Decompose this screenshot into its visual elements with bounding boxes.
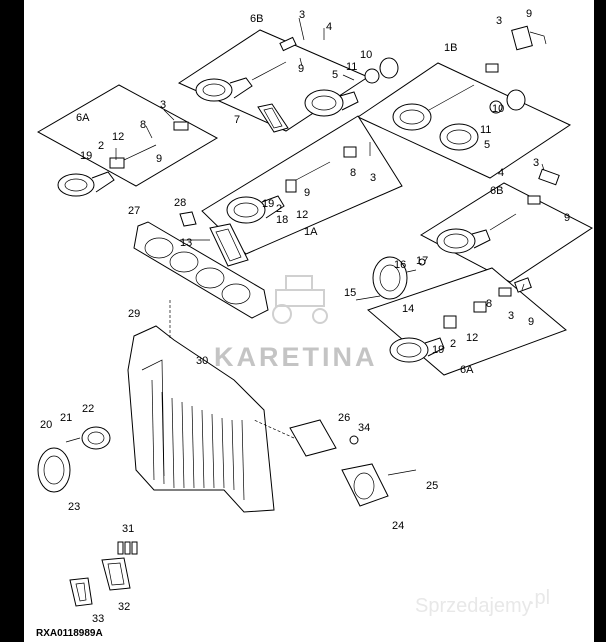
callout-20: 20	[40, 419, 52, 431]
callout-19-left: 19	[80, 150, 92, 162]
callout-9: 9	[298, 63, 304, 75]
callout-5-right: 5	[484, 139, 490, 151]
sprzedajemy-watermark: Sprzedajemy	[415, 595, 532, 617]
drawing-reference: RXA0118989A	[36, 628, 103, 639]
callout-3-right: 3	[533, 157, 539, 169]
lamp-6a-right	[389, 277, 532, 363]
callout-23: 23	[68, 501, 80, 513]
callout-11-right: 11	[480, 124, 491, 136]
callout-12-right: 12	[466, 332, 478, 344]
callout-3-mid: 3	[370, 172, 376, 184]
relay-9-top-right	[511, 25, 547, 51]
callout-15: 15	[344, 287, 356, 299]
callout-25: 25	[426, 480, 438, 492]
callout-4: 4	[326, 21, 332, 33]
callout-17: 17	[416, 255, 428, 267]
callout-8-left: 8	[140, 119, 146, 131]
callout-26: 26	[338, 412, 350, 424]
callout-16: 16	[394, 259, 406, 271]
callout-3: 3	[299, 9, 305, 21]
callout-6a-left: 6A	[76, 112, 90, 124]
callout-29: 29	[128, 308, 140, 320]
karetina-watermark: KARETINA	[214, 342, 378, 372]
callout-3-left: 3	[160, 99, 166, 111]
lamp-6a-left	[57, 121, 189, 197]
callout-30: 30	[196, 355, 208, 367]
callout-32: 32	[118, 601, 130, 613]
callout-9-left: 9	[156, 153, 162, 165]
callout-34: 34	[358, 422, 370, 434]
callout-4-right: 4	[498, 167, 504, 179]
clip-28	[179, 211, 197, 227]
callout-3-top-right: 3	[496, 15, 502, 27]
callout-14: 14	[402, 303, 414, 315]
gasket-7	[257, 103, 289, 133]
emblem-32	[101, 557, 131, 591]
callout-13: 13	[180, 237, 192, 249]
tractor-watermark-icon	[272, 275, 328, 324]
callout-9-top-right: 9	[526, 8, 532, 20]
panel-6a-left	[36, 84, 219, 187]
panel-6b-right	[419, 182, 593, 283]
callout-19-right: 19	[432, 344, 444, 356]
headlamp-22	[81, 426, 111, 450]
callout-9-lower-right: 9	[528, 316, 534, 328]
clips-31	[117, 541, 138, 555]
callout-10-right: 10	[492, 103, 504, 115]
callout-6b-top: 6B	[250, 13, 263, 25]
callout-2-mid: 2	[276, 203, 282, 215]
callout-9-right: 9	[564, 212, 570, 224]
callout-9-mid: 9	[304, 187, 310, 199]
callout-11: 11	[346, 61, 357, 73]
callout-7: 7	[234, 114, 240, 126]
sprzedajemy-suffix: .pl	[529, 587, 550, 609]
hood-grille-29	[127, 325, 275, 513]
callout-3-lower-right: 3	[508, 310, 514, 322]
callout-31: 31	[122, 523, 134, 535]
callout-27: 27	[128, 205, 140, 217]
lamp-6b-right	[436, 195, 541, 254]
lamp-1b-right	[392, 63, 499, 131]
lamp-housing-14	[355, 256, 426, 301]
callout-18: 18	[276, 214, 288, 226]
nut-26	[349, 435, 359, 445]
lamp-1a-lower	[439, 89, 526, 151]
relay-3-right	[538, 168, 560, 186]
callout-33: 33	[92, 613, 104, 625]
callout-8-mid: 8	[350, 167, 356, 179]
callout-6b-right: 6B	[490, 185, 503, 197]
parts-diagram: 6B 3 4 9 10 11 5 3 9 1B 7 6A 3 8 12 2 19…	[24, 0, 594, 642]
panel-1b	[356, 62, 572, 179]
callout-2-left: 2	[98, 140, 104, 152]
callout-8-right: 8	[486, 298, 492, 310]
bracket-24	[289, 419, 389, 507]
callout-6a-right: 6A	[460, 364, 474, 376]
gasket-13	[209, 223, 249, 267]
lamp-6b-top	[195, 36, 297, 102]
callout-12-mid: 12	[296, 209, 308, 221]
emblem-33	[69, 577, 93, 607]
callout-1a: 1A	[304, 226, 318, 238]
callout-5: 5	[332, 69, 338, 81]
callout-10: 10	[360, 49, 372, 61]
lamp-ring-23	[37, 447, 71, 493]
callout-19-mid: 19	[262, 198, 274, 210]
callout-12-left: 12	[112, 131, 124, 143]
lamp-1b-left	[304, 57, 399, 117]
lamp-1a	[226, 146, 357, 224]
callout-22: 22	[82, 403, 94, 415]
callout-24: 24	[392, 520, 404, 532]
callout-21: 21	[60, 412, 72, 424]
exploded-view-drawing: 6B 3 4 9 10 11 5 3 9 1B 7 6A 3 8 12 2 19…	[36, 8, 593, 639]
callout-2-right: 2	[450, 338, 456, 350]
lamp-frame-27	[133, 221, 269, 319]
callout-28: 28	[174, 197, 186, 209]
callout-1b: 1B	[444, 42, 457, 54]
